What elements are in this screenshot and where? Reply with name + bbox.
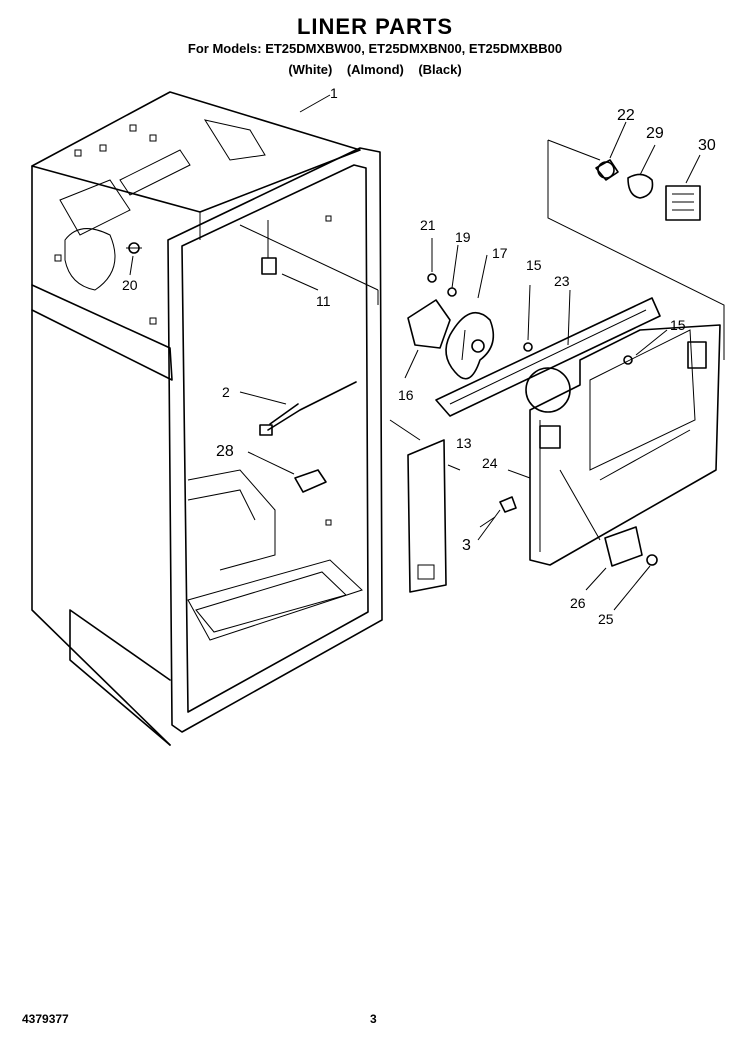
callout-20: 20 (122, 277, 138, 293)
leader-lines (129, 94, 701, 611)
liner-cabinet (31, 91, 383, 746)
page-number: 3 (370, 1012, 377, 1026)
callout-15a: 15 (526, 257, 542, 273)
callout-19: 19 (455, 229, 471, 245)
callout-30: 30 (698, 137, 716, 154)
evaporator-cover (389, 139, 725, 593)
models-line: For Models: ET25DMXBW00, ET25DMXBN00, ET… (0, 41, 750, 56)
page-title: LINER PARTS (296, 14, 454, 39)
color-variants: (White) (Almond) (Black) (0, 62, 750, 77)
part-2-wire-harness (259, 381, 357, 436)
callout-21: 21 (420, 217, 436, 233)
part-28-clip (294, 469, 327, 493)
callout-11: 11 (316, 293, 331, 309)
callout-labels: 1 2 3 11 13 15 15 16 17 19 20 21 22 23 2… (122, 85, 716, 627)
models-prefix: For Models: (187, 41, 262, 56)
model-numbers: ET25DMXBW00, ET25DMXBN00, ET25DMXBB00 (265, 41, 563, 56)
callout-16: 16 (398, 387, 414, 403)
callout-23: 23 (554, 273, 570, 289)
callout-13: 13 (456, 435, 472, 451)
callout-28: 28 (216, 443, 234, 460)
callout-3: 3 (462, 537, 471, 554)
color-black: (Black) (418, 62, 462, 77)
callout-17: 17 (492, 245, 508, 261)
document-number: 4379377 (22, 1012, 69, 1026)
callout-25: 25 (598, 611, 614, 627)
part-11-thermostat (261, 220, 277, 275)
callout-1: 1 (330, 85, 338, 101)
part-20-screw (126, 242, 142, 254)
callout-2: 2 (222, 384, 230, 400)
callout-15b: 15 (670, 317, 686, 333)
callout-22: 22 (617, 107, 635, 124)
callout-26: 26 (570, 595, 586, 611)
callout-24: 24 (482, 455, 498, 471)
color-almond: (Almond) (346, 62, 404, 77)
callout-29: 29 (646, 125, 664, 142)
color-white: (White) (288, 62, 333, 77)
